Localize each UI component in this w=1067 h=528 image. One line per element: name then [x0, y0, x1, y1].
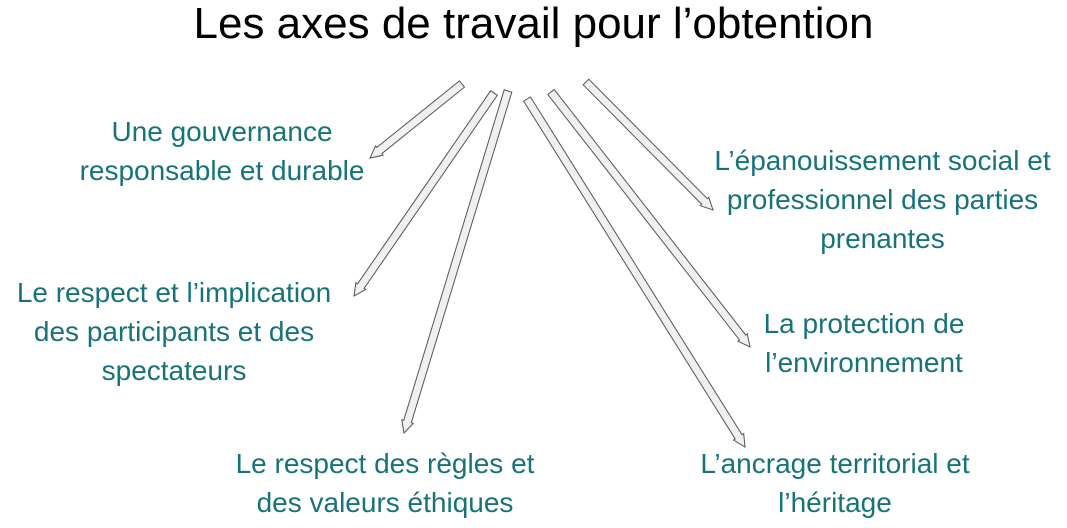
axis-line: L’épanouissement social et — [714, 145, 1051, 176]
arrow-to-ethics — [401, 89, 513, 435]
axis-governance: Une gouvernance responsable et durable — [62, 112, 382, 190]
axis-line: des participants et des — [33, 316, 315, 347]
axis-line: Une gouvernance — [111, 116, 333, 147]
axis-line: L’ancrage territorial et — [700, 448, 970, 479]
axis-line: l’héritage — [778, 487, 892, 518]
arrow-to-territory — [522, 96, 746, 448]
arrow-to-governance — [369, 80, 466, 159]
arrow-to-participants — [353, 90, 498, 297]
axis-line: Le respect des règles et — [235, 448, 535, 479]
axis-line: spectateurs — [101, 355, 247, 386]
axis-line: prenantes — [820, 223, 945, 254]
axis-ethics: Le respect des règles et des valeurs éth… — [220, 444, 550, 522]
axis-social: L’épanouissement social et professionnel… — [698, 141, 1067, 258]
axis-territory: L’ancrage territorial et l’héritage — [680, 444, 990, 522]
axis-line: Le respect et l’implication — [16, 277, 332, 308]
axis-line: des valeurs éthiques — [256, 487, 514, 518]
axis-line: l’environnement — [765, 347, 963, 378]
axis-line: professionnel des parties — [726, 184, 1039, 215]
axis-line: responsable et durable — [79, 155, 365, 186]
arrow-to-environment — [547, 88, 751, 348]
axis-line: La protection de — [763, 308, 965, 339]
arrow-to-social — [582, 78, 714, 211]
diagram-title: Les axes de travail pour l’obtention — [193, 0, 874, 48]
axis-environment: La protection de l’environnement — [744, 304, 984, 382]
axis-participants: Le respect et l’implication des particip… — [0, 273, 348, 390]
